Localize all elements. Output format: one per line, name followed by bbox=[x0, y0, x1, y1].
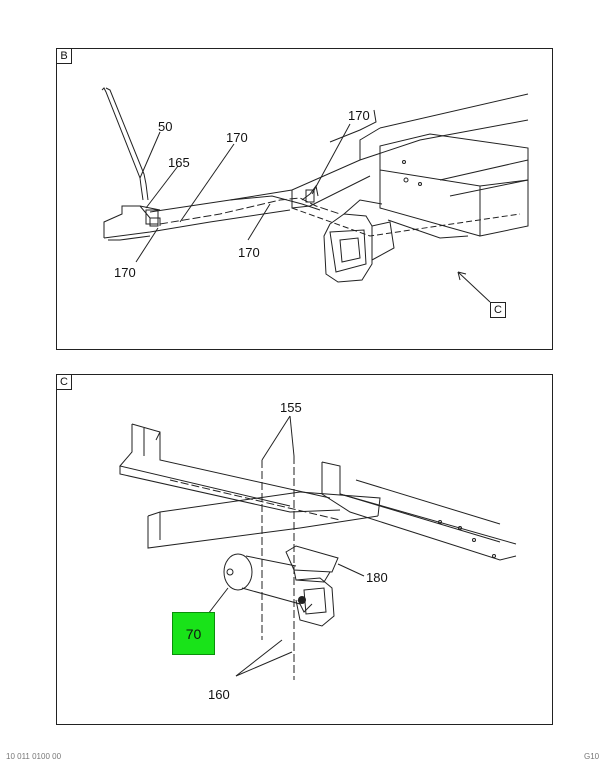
callout-170-top-middle: 170 bbox=[226, 130, 248, 145]
callout-160: 160 bbox=[208, 687, 230, 702]
highlighted-part-70[interactable]: 70 bbox=[172, 612, 215, 655]
panel-c-tag: C bbox=[57, 375, 72, 390]
callout-180: 180 bbox=[366, 570, 388, 585]
callout-155: 155 bbox=[280, 400, 302, 415]
footer-right-text: G10 bbox=[584, 752, 600, 761]
footer-left-text: 10 011 0100 00 bbox=[6, 752, 62, 761]
callout-165: 165 bbox=[168, 155, 190, 170]
callout-170-bottom-middle: 170 bbox=[238, 245, 260, 260]
panel-c: C bbox=[56, 374, 553, 725]
callout-50: 50 bbox=[158, 119, 173, 134]
panel-b-tag: B bbox=[57, 49, 72, 64]
callout-170-bottom-left: 170 bbox=[114, 265, 136, 280]
panel-b: B bbox=[56, 48, 553, 350]
callout-170-top-right: 170 bbox=[348, 108, 370, 123]
view-reference-c[interactable]: C bbox=[490, 302, 506, 318]
